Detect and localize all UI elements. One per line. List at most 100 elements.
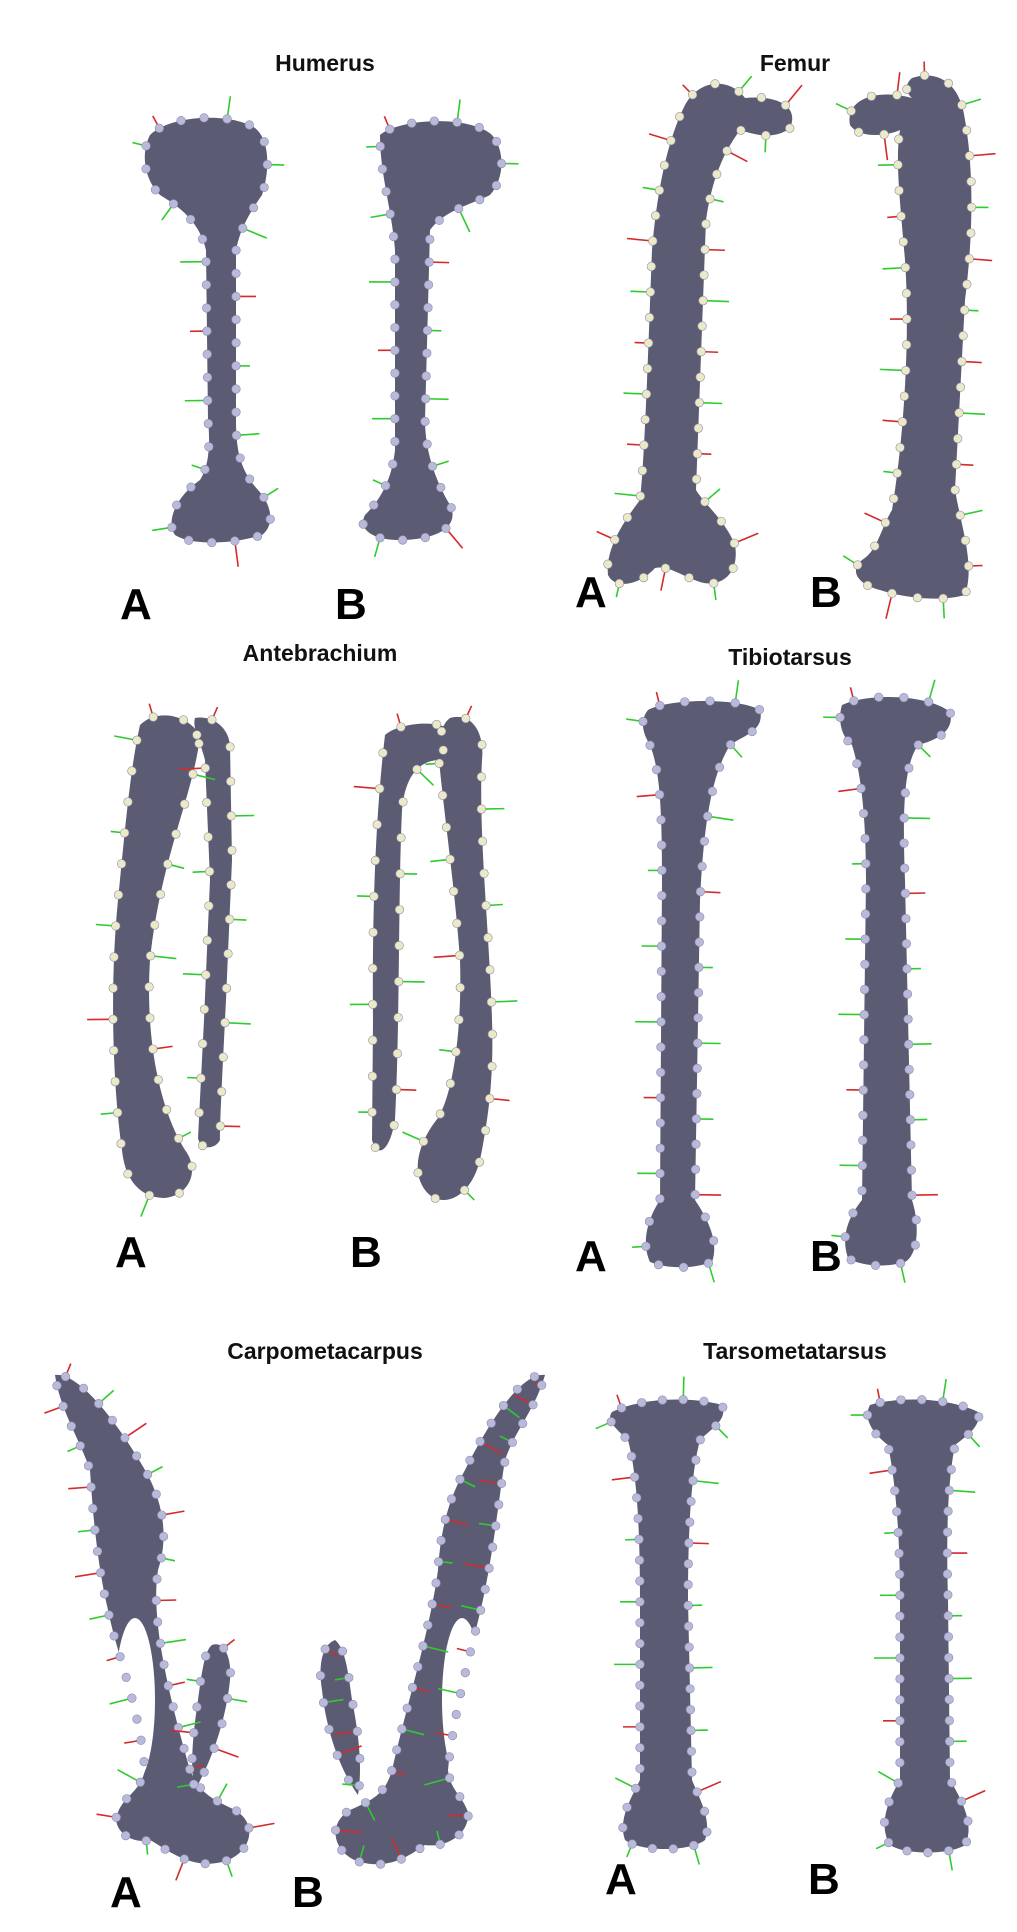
landmark-point [463,1811,473,1821]
bone-carpometacarpus-b-minor [320,1640,360,1795]
landmark-point [858,1085,868,1095]
landmark-point [231,384,241,394]
landmark-point [880,518,891,528]
landmark-point [942,1548,952,1558]
landmark-point [113,890,124,900]
view-label-tarsometatarsus-a: A [605,1855,637,1904]
landmark-point [189,1779,199,1789]
landmark-point [654,185,665,195]
landmark-point [656,992,666,1002]
landmark-point [655,1118,666,1128]
landmark-point [265,514,275,524]
landmark-point [244,120,254,130]
landmark-point [894,134,904,144]
landmark-point [974,1412,984,1422]
view-label-tarsometatarsus-b: B [808,1855,840,1904]
landmark-point [491,136,502,147]
landmark-point [352,1726,362,1736]
landmark-point [943,78,954,89]
landmark-point [244,474,255,484]
landmark-point [185,1764,195,1774]
landmark-point [390,254,400,264]
landmark-point [141,164,151,174]
landmark-point [231,268,241,278]
landmark-point [693,1038,703,1048]
landmark-point [436,482,446,493]
landmark-point [537,1380,547,1390]
landmark-point [695,1435,705,1445]
landmark-point [734,86,744,97]
landmark-point [393,1012,403,1023]
landmark-point [368,927,378,937]
landmark-point [683,1580,693,1590]
landmark-point [390,345,400,355]
landmark-point [843,736,853,746]
landmark-point [675,112,685,122]
landmark-point [955,382,966,392]
landmark-point [202,935,213,945]
landmark-point [683,1621,694,1631]
landmark-point [372,819,382,830]
landmark-point [470,1626,481,1636]
landmark-point [906,1140,916,1150]
landmark-point [699,270,709,280]
landmark-point [722,146,732,156]
view-label-femur-a: A [575,568,607,617]
landmark-point [420,394,431,404]
landmark-point [655,1143,665,1153]
bone-tibiotarsus-a [642,701,761,1268]
landmark-point [195,1676,206,1687]
landmark-point [153,1617,163,1627]
landmark-point [496,158,507,169]
landmark-point [903,1014,913,1024]
landmark-point [895,1632,905,1642]
landmark-point [887,588,897,598]
landmark-point [620,1432,630,1442]
landmark-point [635,1597,645,1607]
landmark-point [635,1618,645,1628]
landmark-point [849,696,859,706]
landmark-point [943,1611,953,1621]
landmark-point [695,372,705,382]
landmark-point [202,303,212,313]
landmark-point [200,763,210,773]
landmark-point [94,1399,104,1409]
landmark-point [635,1555,645,1565]
landmark-point [194,1108,204,1118]
landmark-point [131,1451,142,1461]
landmark-point [132,735,142,745]
landmark-point [160,1844,170,1854]
landmark-point [912,593,923,603]
landmark-point [966,202,977,212]
landmark-point [729,538,739,548]
landmark-point [60,1371,71,1382]
landmark-layer [44,61,996,1881]
landmark-point [52,1380,62,1391]
landmark-point [418,1136,429,1147]
landmark-point [455,1474,465,1484]
landmark-point [390,414,400,424]
landmark-point [108,1014,118,1024]
landmark-point [966,228,976,238]
landmark-point [890,1486,900,1496]
landmark-point [894,185,904,196]
landmark-point [390,322,400,333]
landmark-point [344,1673,354,1683]
landmark-point [633,1513,643,1524]
landmark-point [230,536,240,546]
landmark-point [897,417,908,427]
landmark-point [145,1013,155,1023]
landmark-point [413,1662,423,1672]
landmark-point [910,1240,920,1250]
landmark-point [961,1837,972,1847]
landmark-point [635,1576,645,1586]
landmark-point [111,921,121,931]
landmark-point [644,1216,655,1227]
landmark-point [201,970,211,980]
landmark-point [174,1188,184,1198]
view-label-tibiotarsus-b: B [810,1232,842,1281]
landmark-point [651,211,661,221]
landmark-point [692,1089,702,1099]
landmark-point [120,1433,130,1443]
landmark-point [953,434,963,444]
